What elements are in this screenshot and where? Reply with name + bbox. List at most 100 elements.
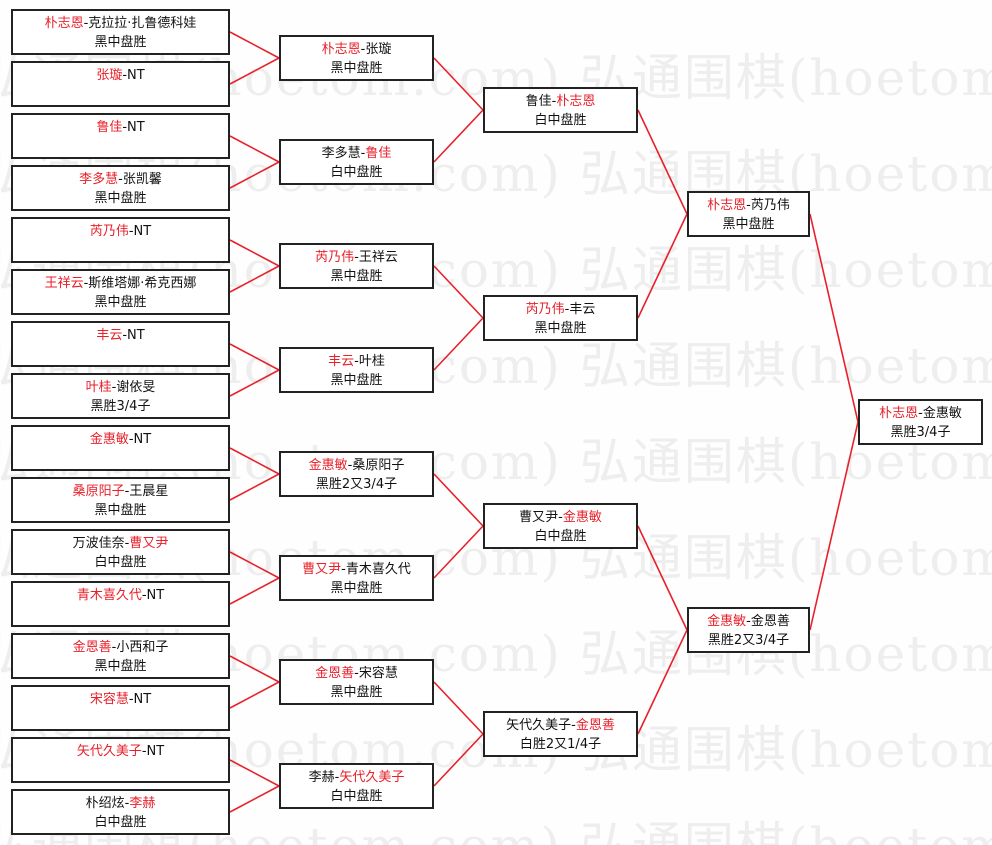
connector-line [229,265,280,293]
connector-line [433,317,484,371]
winner-name: 金惠敏 [562,510,602,525]
match-players: 王祥云-斯维塔娜·希克西娜 [13,274,228,293]
player-name: -斯维塔娜·希克西娜 [83,276,197,291]
match-box-round2: 丰云-叶桂黑中盘胜 [279,347,434,393]
winner-name: 叶桂 [85,380,112,395]
winner-name: 曹又尹 [129,536,169,551]
match-box-round3: 曹又尹-金惠敏白中盘胜 [483,503,638,549]
connector-line [229,239,280,267]
player-name: -王晨星 [124,484,169,499]
player-name: 李赫- [308,770,340,785]
match-result: 黑中盘胜 [330,685,383,700]
winner-name: 矢代久美子 [76,744,142,759]
match-players: 叶桂-谢依旻 [13,378,228,397]
match-box-round4: 朴志恩-芮乃伟黑中盘胜 [687,191,810,237]
match-result: 黑胜2又3/4子 [707,633,790,648]
match-box-round1: 芮乃伟-NT [11,217,230,263]
winner-name: 朴志恩 [556,94,596,109]
connector-line [229,655,280,683]
winner-name: 矢代久美子 [339,770,405,785]
winner-name: 金恩善 [575,718,615,733]
match-box-round1: 李多慧-张凯馨黑中盘胜 [11,165,230,211]
player-name: -王祥云 [354,250,398,265]
player-name: 曹又尹- [519,510,563,525]
winner-name: 朴志恩 [321,42,361,57]
player-name: -小西和子 [111,640,169,655]
winner-name: 桑原阳子 [72,484,125,499]
match-players: 李赫-矢代久美子 [281,768,432,787]
winner-name: 朴志恩 [879,406,919,421]
match-result: 黑中盘胜 [94,659,147,674]
match-box-round2: 芮乃伟-王祥云黑中盘胜 [279,243,434,289]
winner-name: 宋容慧 [89,692,129,707]
connector-line [433,57,484,111]
winner-name: 金恩善 [72,640,112,655]
match-box-round1: 叶桂-谢依旻黑胜3/4子 [11,373,230,419]
match-players: 金惠敏-桑原阳子 [281,456,432,475]
match-players: 朴志恩-克拉拉·扎鲁德科娃 [13,14,228,33]
match-box-round3: 矢代久美子-金恩善白胜2又1/4子 [483,711,638,757]
connector-line [229,577,280,605]
winner-name: 李多慧 [79,172,119,187]
match-box-round1: 朴志恩-克拉拉·扎鲁德科娃黑中盘胜 [11,9,230,55]
match-result: 黑胜2又3/4子 [315,477,398,492]
match-result: 黑中盘胜 [534,321,587,336]
connector-line [637,109,688,215]
connector-line [637,525,688,631]
match-players: 曹又尹-青木喜久代 [281,560,432,579]
winner-name: 金恩善 [315,666,355,681]
match-box-round1: 宋容慧-NT [11,685,230,731]
match-players: 鲁佳-NT [13,118,228,137]
match-players: 矢代久美子-金恩善 [485,716,636,735]
match-result: 黑中盘胜 [330,269,383,284]
match-result: 白中盘胜 [94,555,147,570]
player-name: -NT [128,692,152,707]
match-players: 金惠敏-金恩善 [689,612,808,631]
player-name: 矢代久美子- [506,718,576,733]
player-name: -NT [128,432,152,447]
match-result: 白中盘胜 [534,529,587,544]
match-box-round3: 鲁佳-朴志恩白中盘胜 [483,87,638,133]
player-name: -NT [141,588,165,603]
match-box-round4: 金惠敏-金恩善黑胜2又3/4子 [687,607,810,653]
match-result: 白中盘胜 [534,113,587,128]
match-box-round2: 李多慧-鲁佳白中盘胜 [279,139,434,185]
player-name: -NT [122,328,145,343]
player-name: -张璇 [360,42,392,57]
player-name: 鲁佳- [525,94,557,109]
player-name: 李多慧- [321,146,366,161]
match-players: 朴绍炫-李赫 [13,794,228,813]
player-name: -丰云 [564,302,596,317]
match-box-round2: 金惠敏-桑原阳子黑胜2又3/4子 [279,451,434,497]
match-box-round1: 鲁佳-NT [11,113,230,159]
match-players: 鲁佳-朴志恩 [485,92,636,111]
match-players: 芮乃伟-NT [13,222,228,241]
match-result: 白中盘胜 [330,165,383,180]
connector-line [229,681,280,709]
match-players: 朴志恩-张璇 [281,40,432,59]
winner-name: 张璇 [96,68,123,83]
connector-line [229,369,280,397]
match-result: 黑中盘胜 [94,35,147,50]
player-name: -叶桂 [354,354,385,369]
match-players: 曹又尹-金惠敏 [485,508,636,527]
match-players: 青木喜久代-NT [13,586,228,605]
match-result: 黑胜3/4子 [890,425,951,440]
player-name: -NT [141,744,165,759]
player-name: 朴绍炫- [85,796,130,811]
match-players: 张璇-NT [13,66,228,85]
connector-line [433,109,484,163]
match-box-round1: 青木喜久代-NT [11,581,230,627]
connector-line [229,447,280,475]
connector-line [433,265,484,319]
match-players: 芮乃伟-王祥云 [281,248,432,267]
player-name: -青木喜久代 [341,562,411,577]
player-name: -金恩善 [746,614,790,629]
match-box-round1: 丰云-NT [11,321,230,367]
connector-line [229,343,280,371]
connector-line [433,525,484,579]
match-players: 丰云-叶桂 [281,352,432,371]
connector-line [229,473,280,501]
match-box-round1: 金惠敏-NT [11,425,230,471]
